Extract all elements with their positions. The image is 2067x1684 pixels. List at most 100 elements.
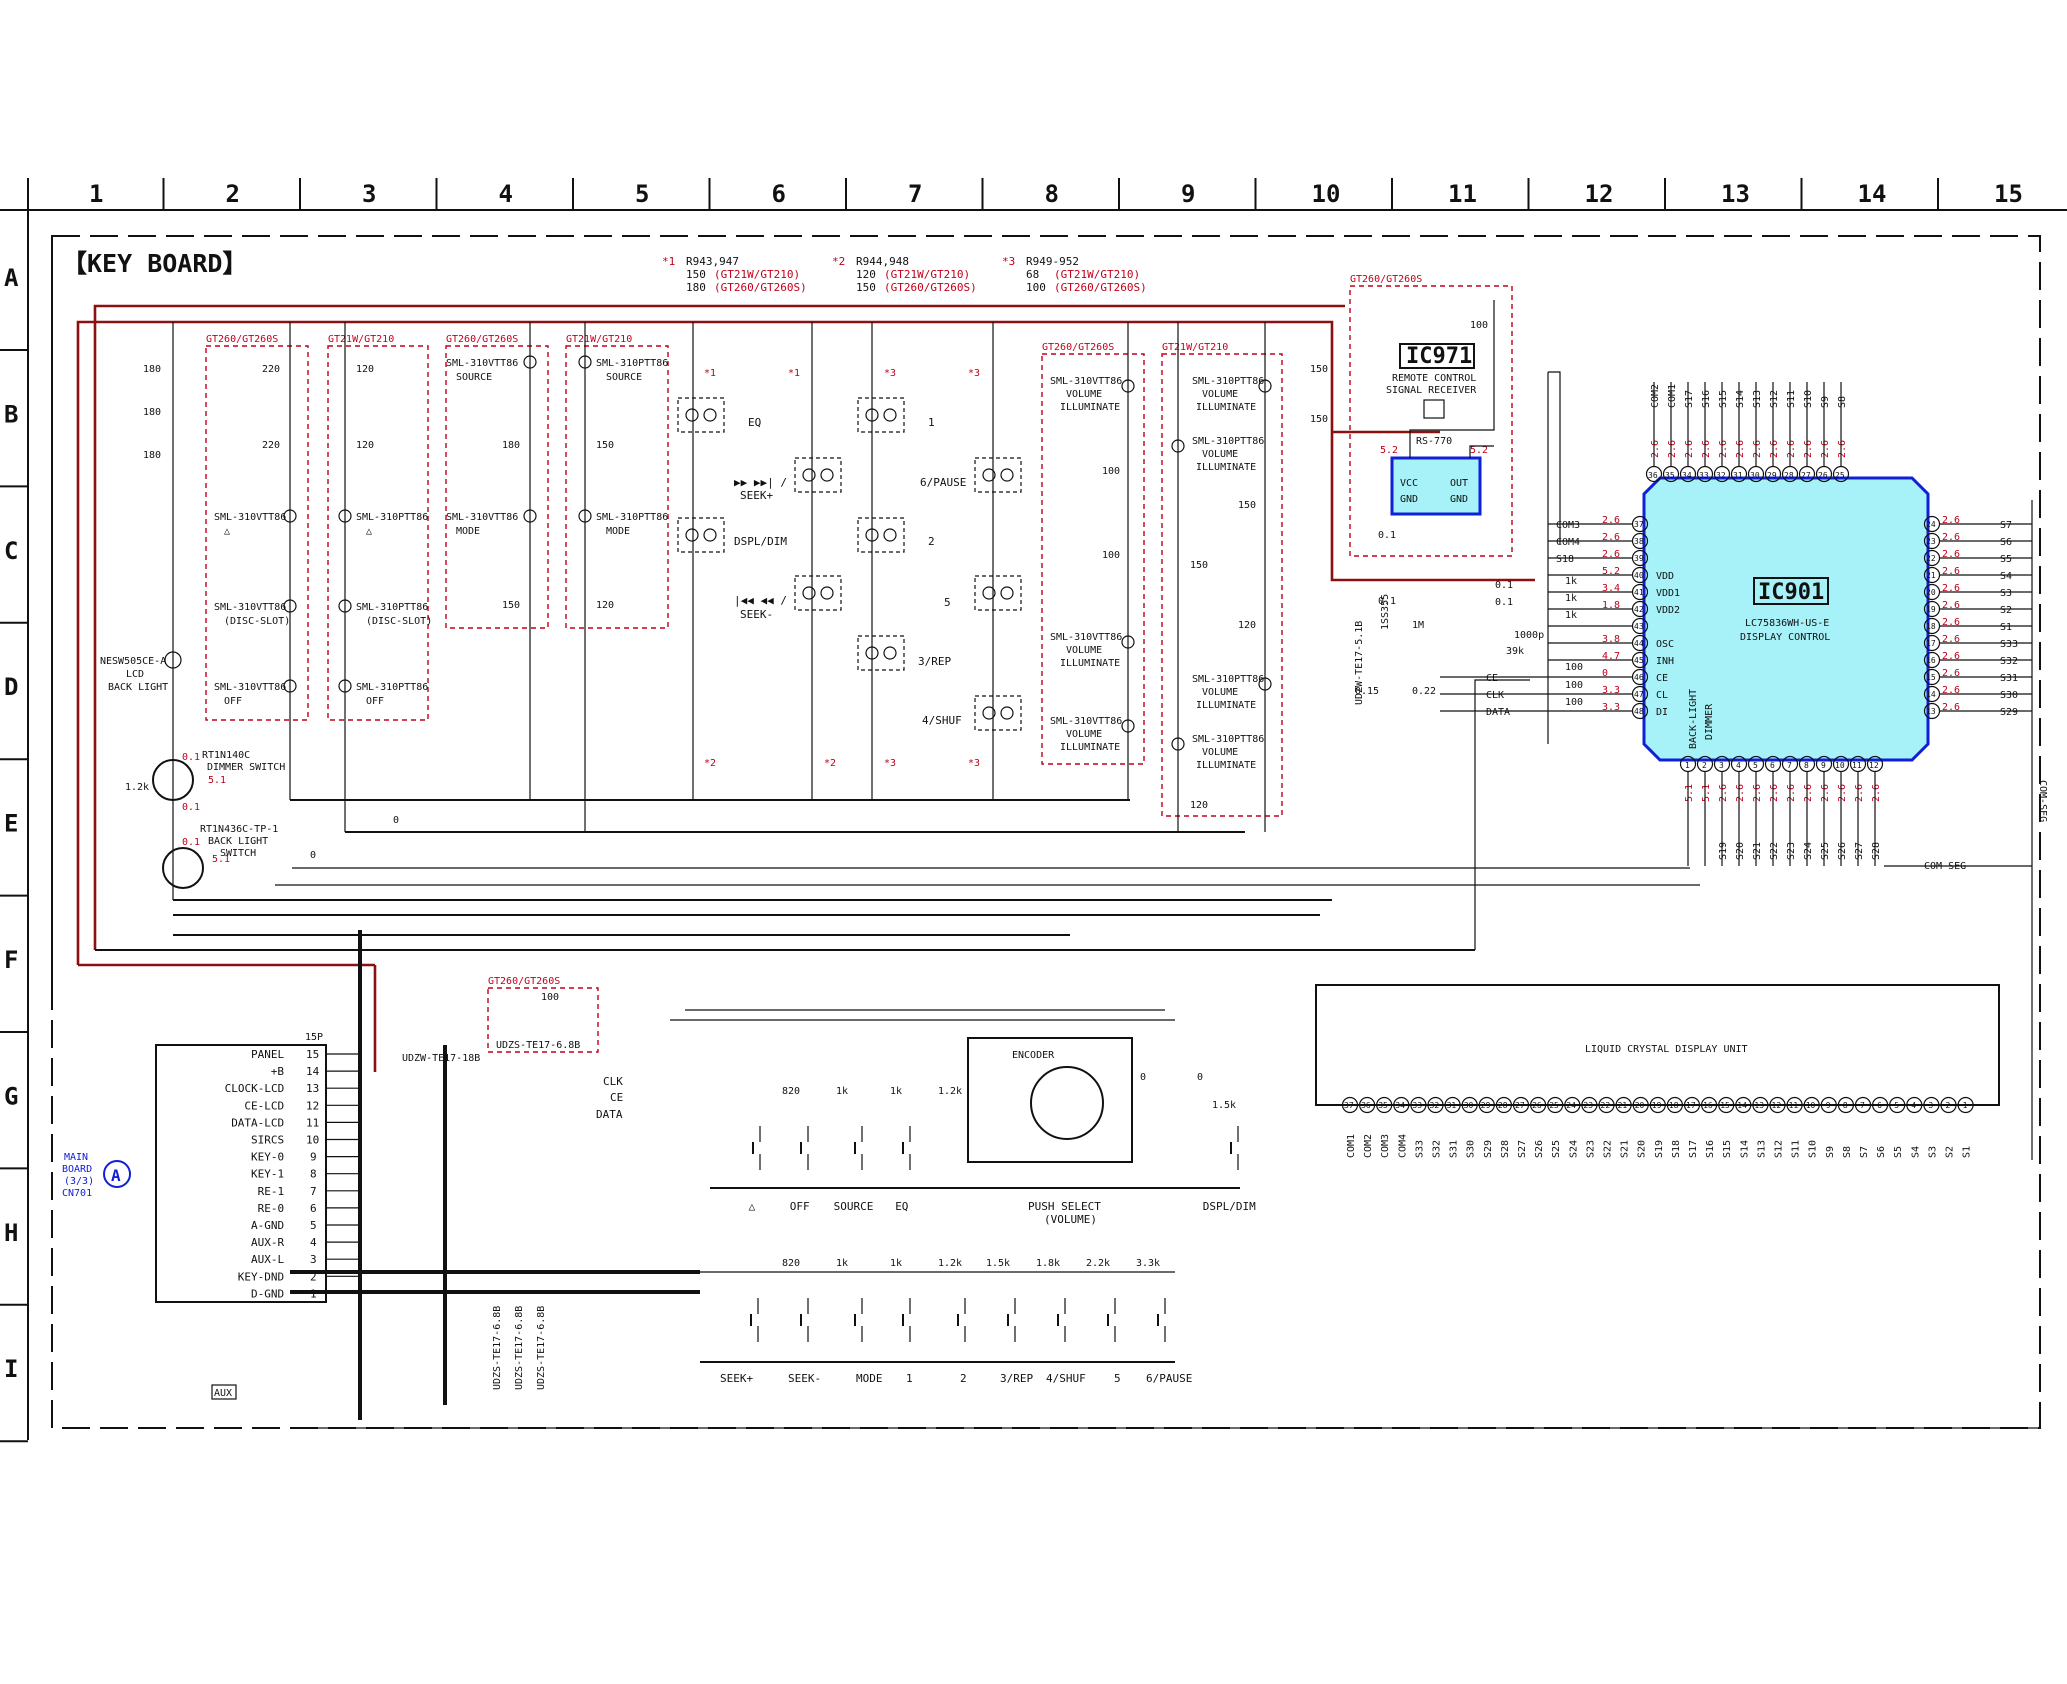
lcd-pin-no: 22: [1601, 1101, 1611, 1110]
ic901-right-name: S30: [2000, 690, 2018, 701]
board-mark-circle: [103, 1160, 131, 1188]
note2-v1: 120: [856, 268, 876, 281]
connector-ref: 15P: [305, 1032, 323, 1043]
ic901-bottom-pin: [1798, 755, 1816, 773]
ic901-right-pin: [1923, 668, 1941, 686]
ic971-part: RS-770: [1416, 436, 1452, 447]
note2-m2: (GT260/GT260S): [884, 281, 977, 294]
note3-m1: (GT21W/GT210): [1054, 268, 1140, 281]
lcd-pin-name: S9: [1825, 1146, 1836, 1158]
lcd-pin: [1564, 1096, 1581, 1114]
connector-pin-no: 5: [310, 1219, 317, 1232]
lcd-pin-name: S23: [1585, 1140, 1596, 1158]
bus-ce: CE: [610, 1091, 623, 1104]
lcd-pin-no: 24: [1566, 1101, 1576, 1110]
option-box-6: [1349, 285, 1513, 557]
ic901-right-pin-no: 24: [1926, 520, 1936, 529]
column-label-9: 9: [1181, 180, 1195, 208]
ic971-gnd: GND: [1400, 494, 1418, 505]
ic901-bottom-pin-no: 9: [1821, 761, 1826, 770]
diode-1: UDZW-TE17-18B: [402, 1053, 480, 1064]
vol9-b-2: ILLUMINATE: [1196, 700, 1256, 711]
key-top-res-3: 1.2k: [938, 1086, 962, 1097]
note3-parts: R949-952: [1026, 255, 1079, 268]
lcd-pin-name: S15: [1722, 1140, 1733, 1158]
led-icon: [865, 408, 879, 422]
ic901-left-volt: 3.8: [1602, 634, 1620, 645]
ic901-right-name: S31: [2000, 673, 2018, 684]
vol8-b-0: ILLUMINATE: [1060, 402, 1120, 413]
lcd-pin: [1512, 1096, 1530, 1114]
ic901-bottom-volt: 2.6: [1752, 784, 1763, 802]
key-top-res-1: 1k: [836, 1086, 848, 1097]
ic901-left-volt: 5.2: [1602, 566, 1620, 577]
ic901-bottom-volt: 2.6: [1854, 784, 1865, 802]
key-bottom-label-6: 4/SHUF: [1046, 1372, 1086, 1385]
key-bottom-label-2: MODE: [856, 1372, 883, 1385]
ic901-bottom-name: S22: [1769, 842, 1780, 860]
mark-1: *1: [788, 368, 800, 379]
ic901-bottom-pin: [1764, 755, 1782, 773]
lcd-pin: [1393, 1096, 1410, 1114]
ic901-left-pin-no: 41: [1634, 588, 1644, 597]
ic901-top-pin: [1679, 465, 1697, 483]
lcd-pin-name: S4: [1910, 1146, 1921, 1158]
ic901-box: [1753, 577, 1829, 605]
ic901-left-pin: [1631, 566, 1649, 584]
connector-pin-no: 2: [310, 1270, 317, 1283]
r150-1: 150: [1310, 364, 1328, 375]
led-icon: [685, 408, 699, 422]
key-bottom-res-2: 1k: [890, 1258, 902, 1269]
ic901-top-volt: 2.6: [1735, 440, 1746, 458]
key-bottom-label-5: 3/REP: [1000, 1372, 1033, 1385]
lcd-pin-no: 13: [1754, 1101, 1764, 1110]
vol8-a-2: VOLUME: [1066, 729, 1102, 740]
connector-pin-name: KEY-1: [251, 1168, 284, 1181]
ic901-top-pin: [1747, 465, 1765, 483]
ic971-cap: 0.1: [1378, 530, 1396, 541]
aux-opt-label: GT260/GT260S: [488, 976, 560, 987]
col5r-res-0: 150: [596, 440, 614, 451]
aux-opt-box: [487, 987, 599, 1053]
ic901-bottom-pin: [1866, 755, 1884, 773]
note3-mark: *3: [1002, 255, 1015, 268]
option-label-1: GT21W/GT210: [328, 334, 394, 345]
back-l1: BACK LIGHT: [208, 836, 268, 847]
ic901-dimmer: DIMMER: [1704, 703, 1715, 740]
ic901-left-pin-no: 43: [1634, 622, 1644, 631]
lcd-pin-name: S6: [1876, 1146, 1887, 1158]
option-box-4: [1041, 353, 1145, 765]
ic901-right-pin: [1923, 549, 1941, 567]
left-res-2: 180: [143, 407, 161, 418]
lcd-pin: [1478, 1096, 1495, 1114]
ic901-right-pin-no: 22: [1926, 554, 1936, 563]
com-seg-label-1: COM-SEG: [2037, 780, 2048, 822]
ic901-left-pin-no: 38: [1634, 537, 1644, 546]
ic901-right-name: S29: [2000, 707, 2018, 718]
key-bottom-label-7: 5: [1114, 1372, 1121, 1385]
ic901-top-pin: [1730, 465, 1748, 483]
connector-pin-no: 7: [310, 1185, 317, 1198]
lcd-pin-no: 11: [1789, 1101, 1799, 1110]
note3-m2: (GT260/GT260S): [1054, 281, 1147, 294]
led-icon: [1121, 635, 1135, 649]
connector-pin-name: AUX-R: [251, 1236, 284, 1249]
ic901-right-volt: 2.6: [1942, 515, 1960, 526]
aux-label: AUX: [214, 1388, 232, 1399]
ic901-top-name: S12: [1769, 390, 1780, 408]
ic901-bottom-volt: 2.6: [1718, 784, 1729, 802]
key-led-labels: EQ ▶▶ ▶▶| / SEEK+ DSPL/DIM |◀◀ ◀◀ / SEEK…: [734, 416, 966, 727]
ic901-left-volt: 4.7: [1602, 651, 1620, 662]
lcd-pin-no: 15: [1720, 1101, 1730, 1110]
vol8-led-1: SML-310VTT86: [1050, 632, 1122, 643]
col3r-res-1: 120: [356, 440, 374, 451]
lcd-pin-name: S3: [1927, 1146, 1938, 1158]
ic901-top-volt: 2.6: [1769, 440, 1780, 458]
led-labels: SML-310VTT86△SML-310VTT86(DISC-SLOT)SML-…: [214, 355, 668, 707]
lcd-pin-name: COM2: [1363, 1134, 1374, 1158]
ic901-top-pin-no: 36: [1648, 471, 1658, 480]
ic901-top-pin-no: 33: [1699, 471, 1709, 480]
ic971-body: [1390, 456, 1482, 516]
col2-led-sub-0: △: [224, 526, 230, 537]
